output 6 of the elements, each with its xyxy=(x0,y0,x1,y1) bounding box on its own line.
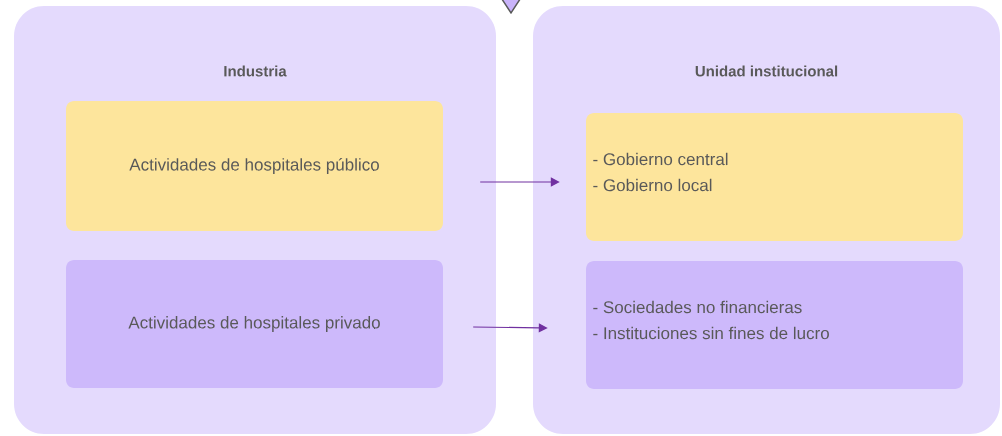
text-box: Actividades de hospitales público xyxy=(66,101,443,231)
text-box: - Gobierno central - Gobierno local xyxy=(586,113,963,241)
arrow xyxy=(479,177,560,187)
text-box: Actividades de hospitales privado xyxy=(66,260,443,388)
arrow xyxy=(472,323,548,333)
text-box: - Sociedades no financieras - Instituciones sin fines de lucro xyxy=(586,261,963,389)
